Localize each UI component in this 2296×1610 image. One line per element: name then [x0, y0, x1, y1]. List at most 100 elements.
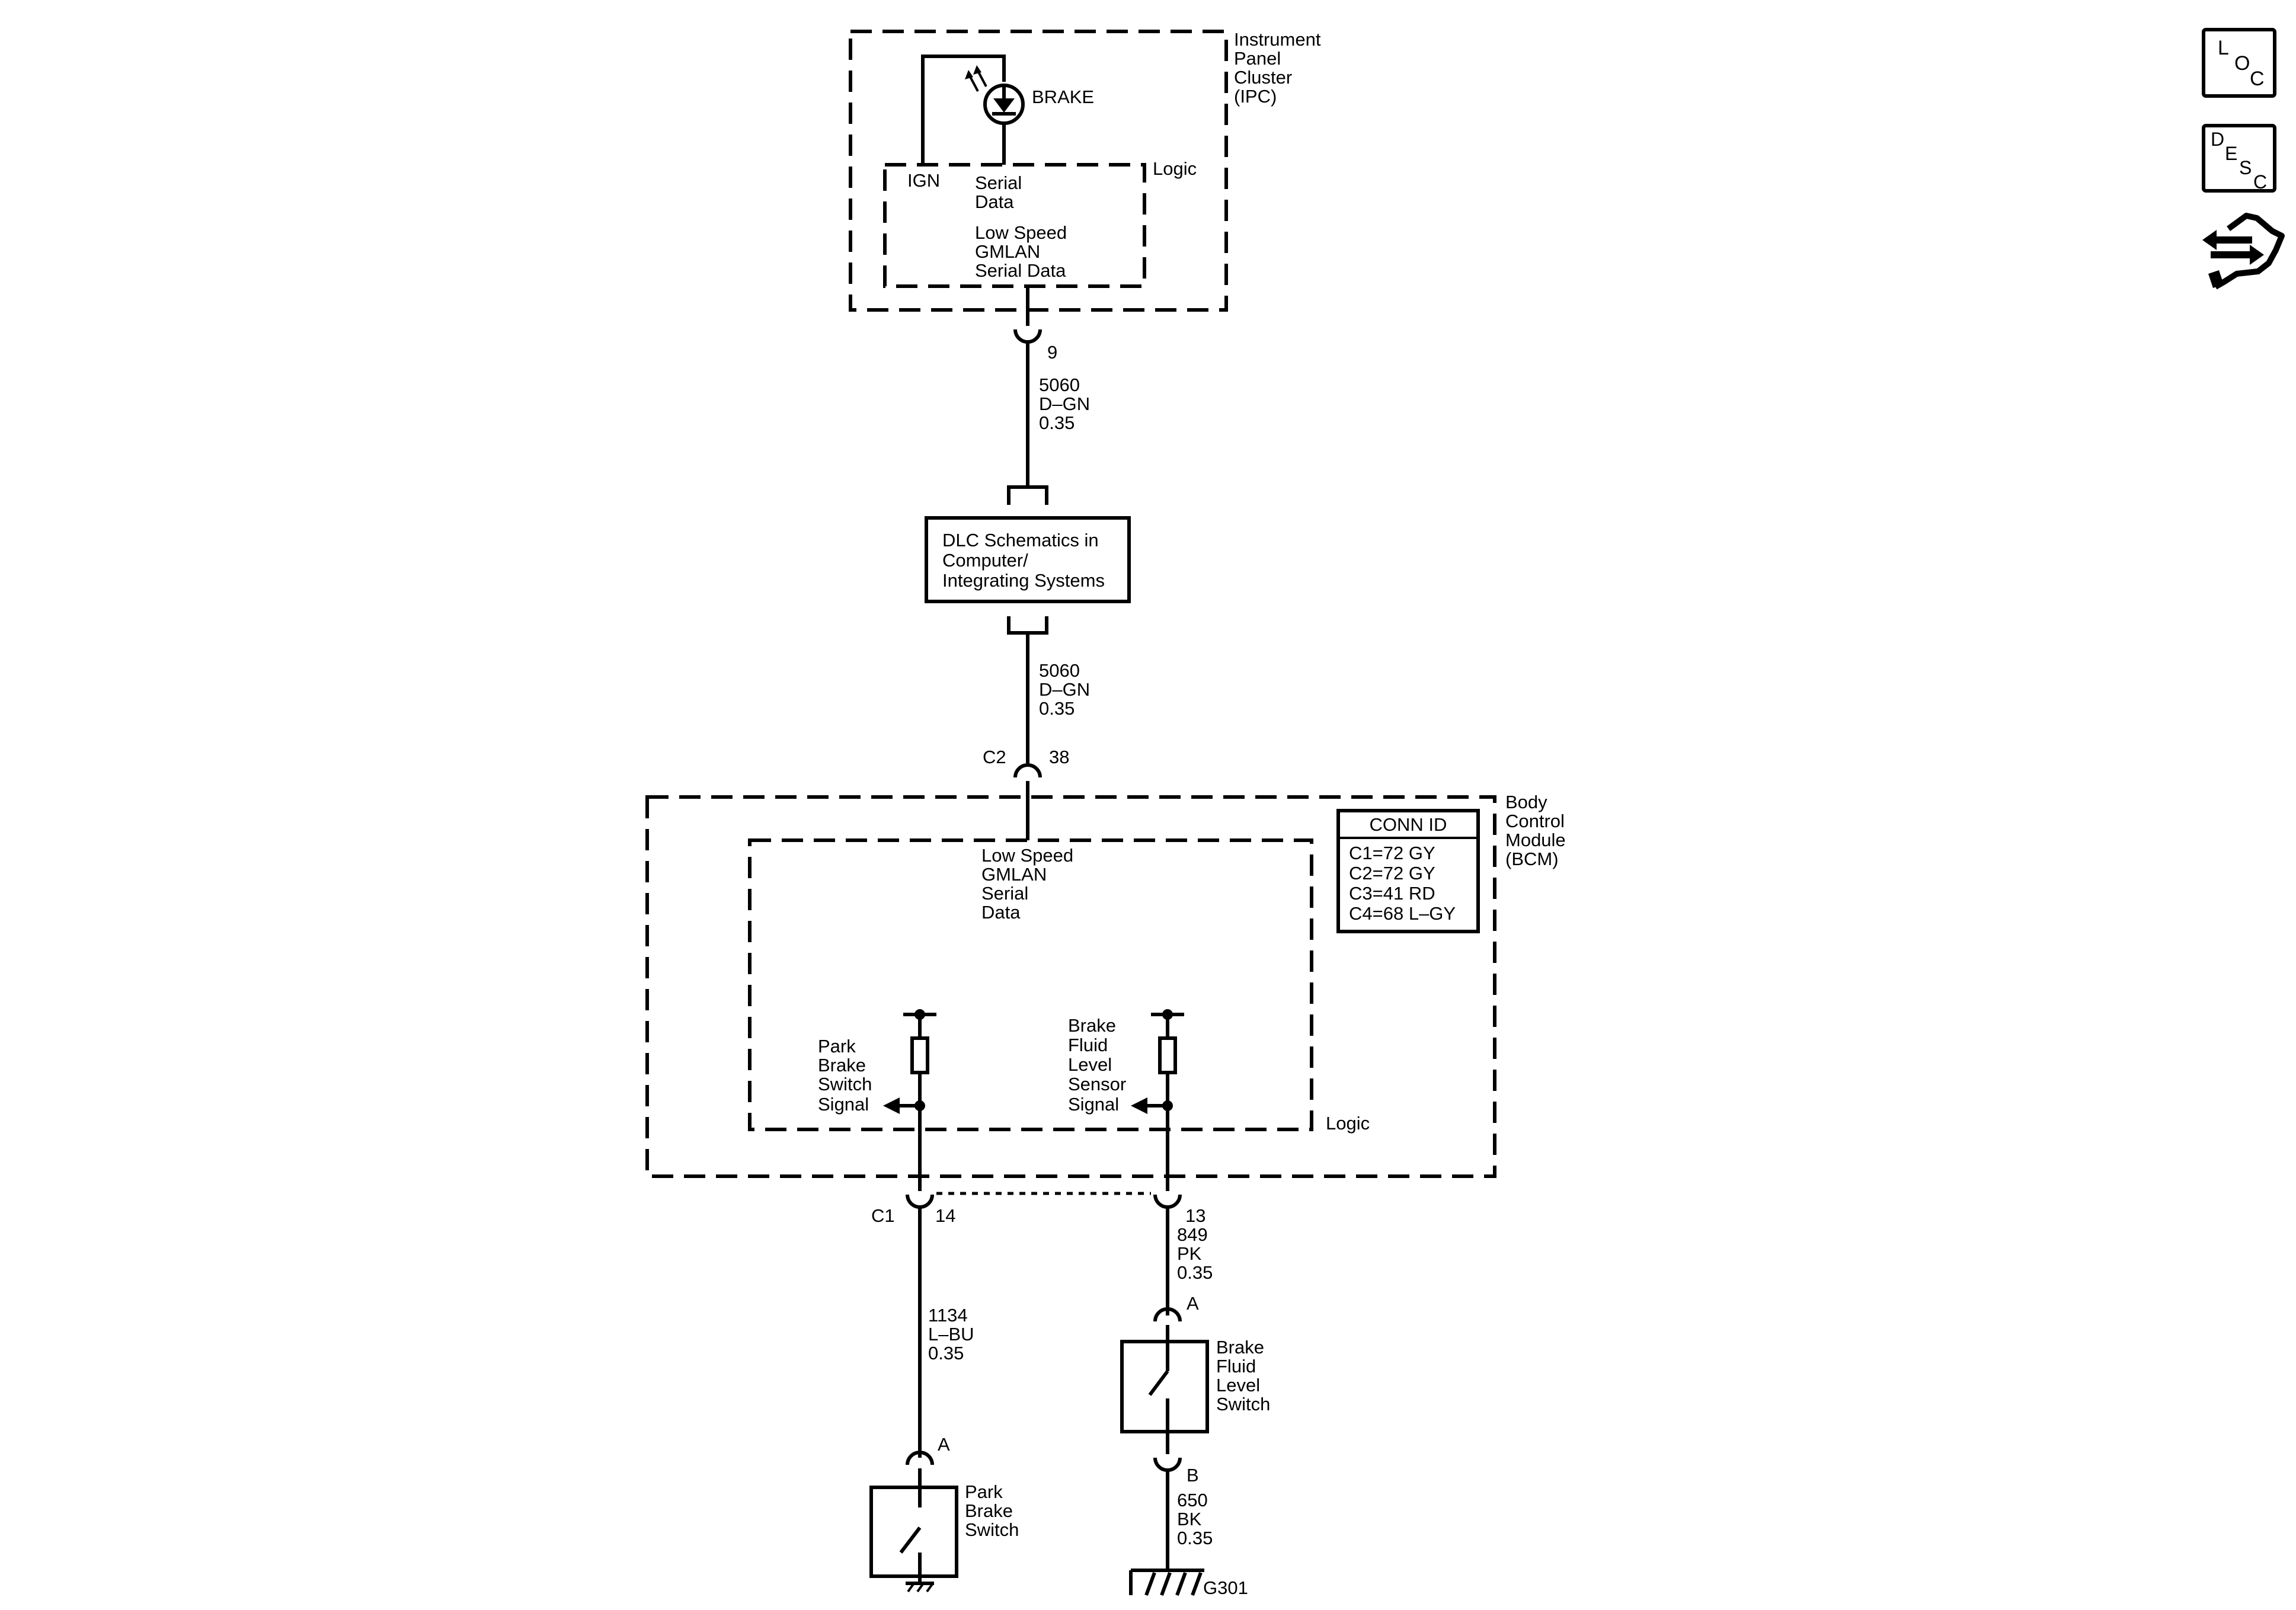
- dlc-line-3: Integrating Systems: [942, 570, 1105, 591]
- park-brake-switch-icon: [869, 1486, 958, 1593]
- fluid-switch-pin-top-label: A: [1187, 1293, 1199, 1314]
- bcm-gmlan-line-3: Serial: [981, 883, 1028, 904]
- wire-dlc-bcm-gauge: 0.35: [1039, 698, 1075, 719]
- wire-ground-gauge: 0.35: [1177, 1528, 1213, 1548]
- bcm-c2-pin-label: 38: [1049, 747, 1069, 767]
- dlc-line-2: Computer/: [942, 550, 1028, 571]
- loc-letter-3: C: [2250, 68, 2265, 90]
- park-switch-name-line-1: Park: [965, 1481, 1003, 1502]
- bcm-name-line-2: Control: [1505, 811, 1565, 831]
- park-signal-line-2: Brake: [818, 1055, 866, 1076]
- bcm-gmlan-line-1: Low Speed: [981, 845, 1073, 866]
- park-signal-line-1: Park: [818, 1036, 856, 1057]
- ground-label: G301: [1203, 1577, 1248, 1598]
- bcm-logic-boundary: [748, 838, 1313, 1131]
- bcm-boundary: [645, 795, 1496, 1178]
- ipc-gmlan-line-2: GMLAN: [975, 241, 1040, 262]
- ipc-gmlan-line-1: Low Speed: [975, 222, 1067, 243]
- dlc-line-1: DLC Schematics in: [942, 530, 1099, 550]
- bcm-c2-connector-icon: [1013, 763, 1042, 778]
- ipc-serial-line-2: Data: [975, 191, 1014, 212]
- conn-id-row: C4=68 L–GY: [1349, 903, 1456, 924]
- ipc-logic-label: Logic: [1153, 158, 1197, 179]
- desc-button[interactable]: D E S C: [2202, 124, 2276, 193]
- ipc-logic-boundary: [883, 163, 1146, 288]
- wire-ground-circuit: 650: [1177, 1490, 1208, 1510]
- wire-dlc-bcm-circuit: 5060: [1039, 660, 1080, 681]
- conn-id-table: CONN ID C1=72 GY C2=72 GY C3=41 RD C4=68…: [1336, 809, 1480, 933]
- dlc-bottom-bracket: [1007, 616, 1048, 635]
- fluid-signal-line-5: Signal: [1068, 1094, 1119, 1115]
- wire-ground-color: BK: [1177, 1509, 1202, 1529]
- conn-id-row: C1=72 GY: [1349, 843, 1435, 863]
- fluid-switch-name-line-3: Level: [1216, 1375, 1260, 1395]
- ipc-boundary: [849, 30, 1228, 312]
- bcm-gmlan-line-4: Data: [981, 902, 1021, 923]
- bcm-c1-pin13-connector-icon: [1153, 1194, 1182, 1209]
- wire-park-color: L–BU: [928, 1324, 974, 1345]
- bcm-name-line-3: Module: [1505, 830, 1566, 850]
- ipc-connector-icon: [1013, 329, 1042, 344]
- fluid-switch-name-line-2: Fluid: [1216, 1356, 1256, 1377]
- conn-id-row: C2=72 GY: [1349, 863, 1435, 884]
- bcm-logic-label: Logic: [1326, 1113, 1370, 1134]
- dlc-reference-box[interactable]: DLC Schematics in Computer/ Integrating …: [925, 516, 1131, 603]
- conn-id-title: CONN ID: [1370, 814, 1447, 835]
- light-emission-icon: [965, 65, 987, 92]
- desc-letter-3: S: [2239, 157, 2252, 178]
- connector-arrows-icon[interactable]: [2202, 213, 2285, 290]
- park-switch-name-line-2: Brake: [965, 1500, 1013, 1521]
- bcm-c1-pin-right-label: 13: [1185, 1205, 1205, 1226]
- bcm-gmlan-line-2: GMLAN: [981, 864, 1047, 885]
- wire-dlc-bcm-color: D–GN: [1039, 679, 1090, 700]
- ipc-name-line-2: Panel: [1234, 48, 1281, 69]
- wire-park-circuit: 1134: [928, 1305, 968, 1326]
- ipc-ign-label: IGN: [907, 170, 940, 191]
- wire-ipc-dlc-gauge: 0.35: [1039, 412, 1075, 433]
- ipc-serial-line-1: Serial: [975, 172, 1022, 193]
- bcm-c1-pin14-connector-icon: [906, 1194, 934, 1209]
- park-signal-arrow-icon: [883, 1097, 900, 1114]
- brake-fluid-level-switch-icon: [1120, 1340, 1209, 1454]
- loc-button[interactable]: L O C: [2202, 28, 2276, 98]
- ipc-name-line-3: Cluster: [1234, 67, 1292, 88]
- fluid-switch-top-connector-icon: [1153, 1307, 1182, 1322]
- bcm-name-line-1: Body: [1505, 792, 1547, 812]
- park-signal-line-4: Signal: [818, 1094, 869, 1115]
- wire-ipc-dlc-circuit: 5060: [1039, 375, 1080, 395]
- park-switch-connector-icon: [906, 1451, 934, 1465]
- ipc-name-line-4: (IPC): [1234, 86, 1277, 107]
- bcm-c1-pin-left-label: 14: [935, 1205, 955, 1226]
- fluid-switch-pin-bottom-label: B: [1187, 1465, 1199, 1486]
- park-switch-name-line-3: Switch: [965, 1519, 1019, 1540]
- park-brake-pullup-resistor-icon: [883, 1009, 936, 1191]
- wire-park-gauge: 0.35: [928, 1343, 964, 1363]
- park-switch-pin-label: A: [938, 1434, 950, 1455]
- bcm-module: Body Control Module (BCM) CONN ID C1=72 …: [645, 792, 1566, 1191]
- fluid-signal-arrow-icon: [1131, 1097, 1147, 1114]
- fluid-signal-line-3: Level: [1068, 1054, 1112, 1075]
- brake-fluid-pullup-resistor-icon: [1131, 1009, 1184, 1191]
- fluid-signal-line-2: Fluid: [1068, 1035, 1108, 1055]
- wire-fluid-circuit: 849: [1177, 1224, 1208, 1245]
- desc-letter-2: E: [2225, 143, 2237, 164]
- wire-fluid-gauge: 0.35: [1177, 1262, 1213, 1283]
- ipc-name-line-1: Instrument: [1234, 29, 1321, 50]
- wire-fluid-color: PK: [1177, 1243, 1202, 1264]
- ipc-pin-label: 9: [1047, 342, 1057, 363]
- park-signal-line-3: Switch: [818, 1074, 872, 1094]
- conn-id-row: C3=41 RD: [1349, 883, 1435, 904]
- chassis-ground-icon: [1129, 1569, 1204, 1596]
- fluid-signal-line-4: Sensor: [1068, 1074, 1126, 1094]
- ipc-lamp-wire: [921, 55, 1006, 165]
- loc-letter-1: L: [2218, 37, 2229, 59]
- dlc-top-bracket: [1007, 485, 1048, 505]
- bcm-c2-connector-label: C2: [983, 747, 1006, 767]
- brake-lamp-label: BRAKE: [1032, 87, 1094, 107]
- bcm-c1-connector-label: C1: [871, 1205, 895, 1226]
- fluid-switch-bottom-connector-icon: [1153, 1457, 1182, 1472]
- fluid-switch-name-line-1: Brake: [1216, 1337, 1264, 1358]
- ipc-module: Instrument Panel Cluster (IPC) BRAKE Log…: [849, 29, 1321, 312]
- desc-letter-1: D: [2211, 129, 2224, 150]
